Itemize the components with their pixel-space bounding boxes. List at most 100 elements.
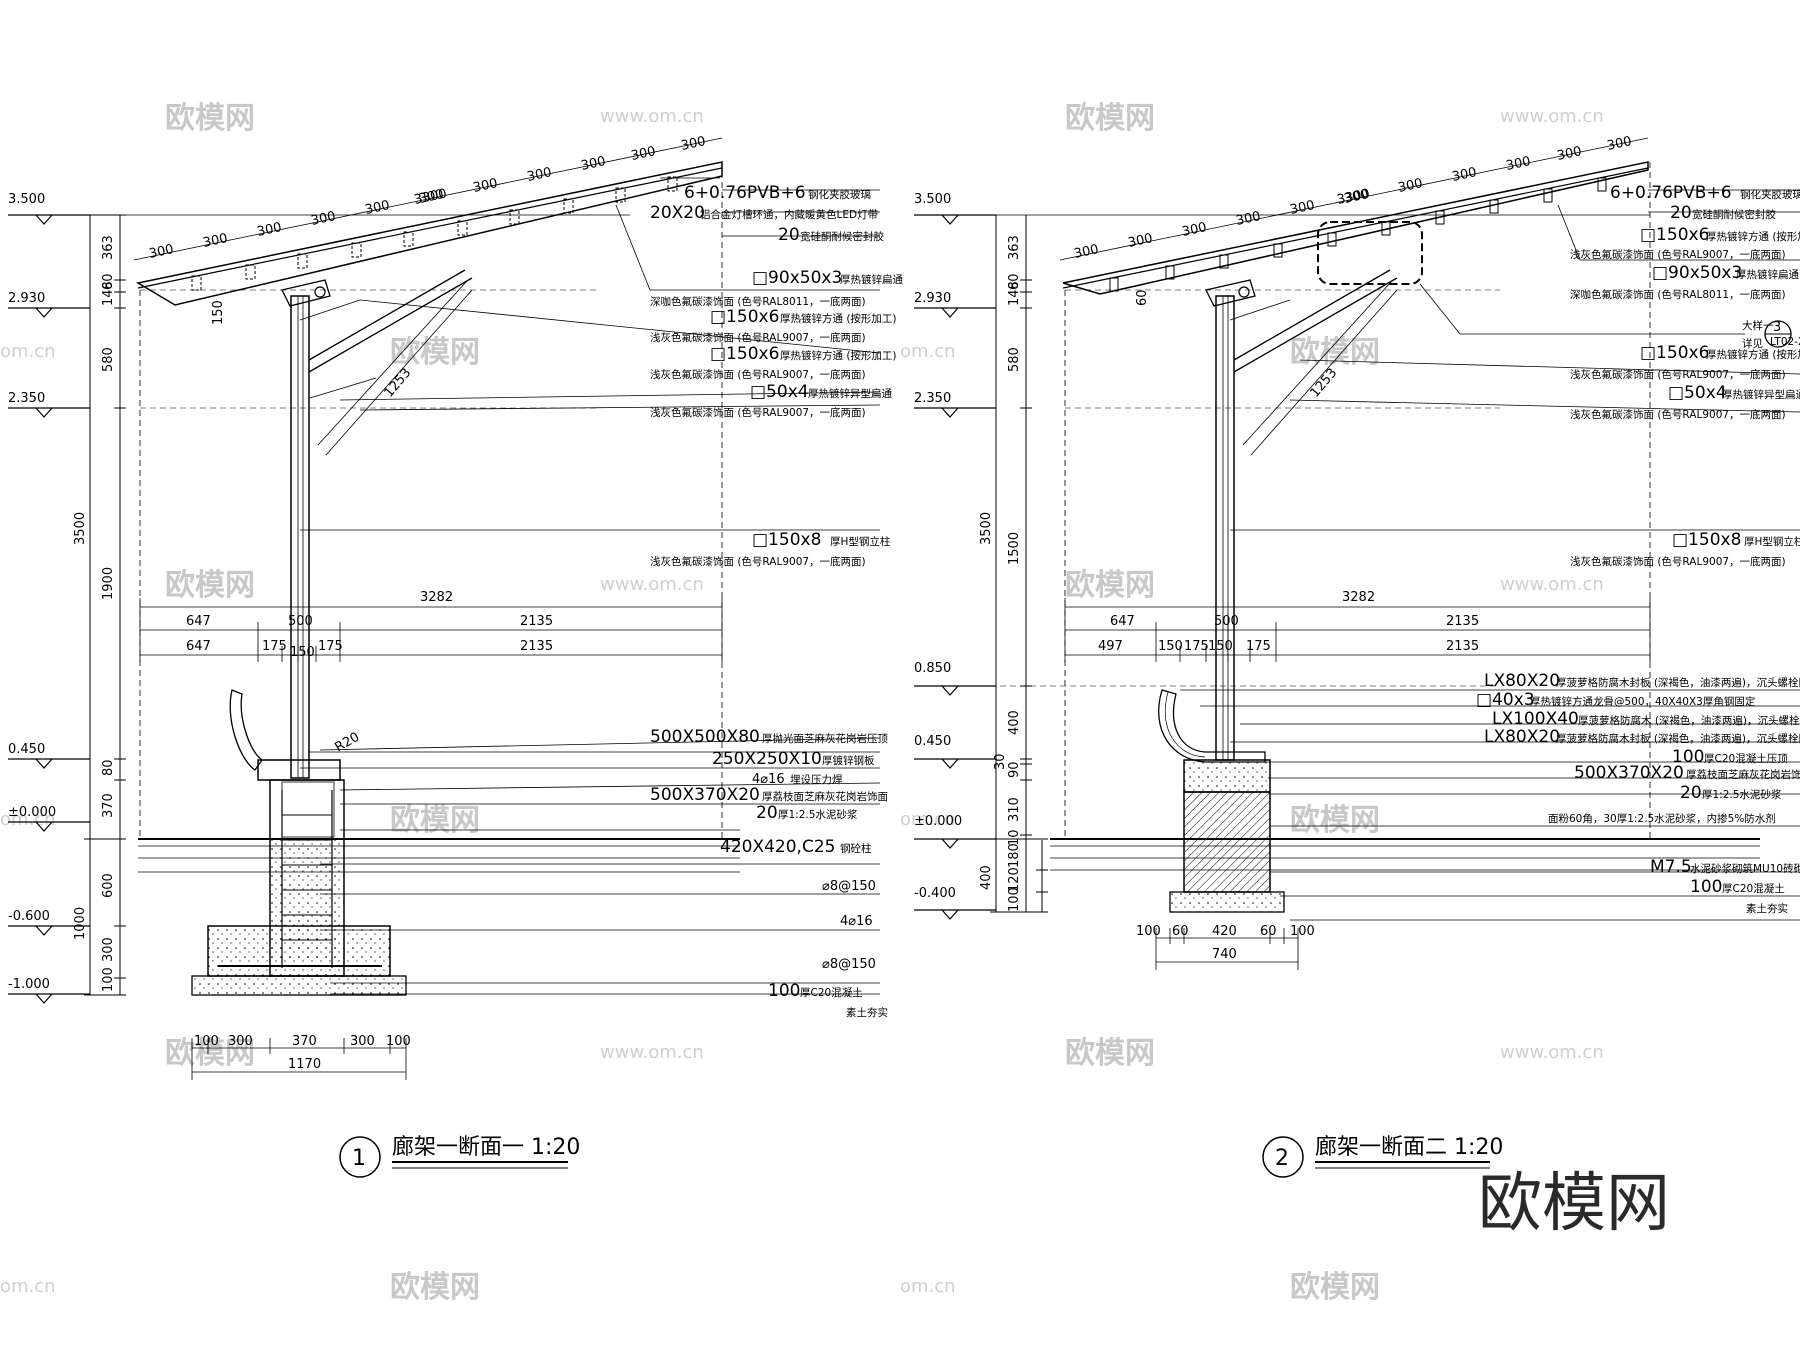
roof-dim: 300 [1181,220,1208,240]
dim-label: 647 [1110,614,1135,629]
section-title: 廊架一断面一 1:20 [392,1135,580,1160]
dim-label: 363 [1007,235,1022,260]
leader-lines [1180,189,1800,921]
inner-dim: 150 [211,300,226,325]
detail-callout-text: 大样一 [1742,319,1774,332]
detail-callout-num: 3 [1773,320,1781,335]
watermark-url: www.om.cn [600,1042,704,1063]
watermark-url: www.om.cn [1500,1042,1604,1063]
dim-label: 100 [386,1034,411,1049]
dim-label: 2135 [1446,639,1479,654]
inner-dim: 60 [1135,289,1150,306]
elevation-label: 3.500 [8,192,45,207]
label-main: □90x50x3 [1652,263,1742,283]
watermark-url: www.om.cn [1500,106,1604,127]
label-sub: 厚热镀锌异型扁通 [1722,388,1800,401]
label-sub: 浅灰色氟碳漆饰面 (色号RAL9007，一底两面) [1570,555,1786,568]
roof-dim: 300 [1451,165,1478,185]
roof-dim-total: 3300 [413,186,448,208]
label-sub: 厚C20混凝土压顶 [1704,752,1788,765]
watermark-logo: 欧模网 [165,568,255,603]
label-main: □40x3 [1476,690,1535,710]
elevation-label: ±0.000 [914,814,962,829]
dim-label: 500 [288,614,313,629]
dim-label: 647 [186,614,211,629]
dim-label: 310 [1007,797,1022,822]
label-main: 20X20 [650,203,705,223]
dim-label: 100 [1007,887,1022,912]
label-sub: 钢砼柱 [840,842,872,855]
label-main: 500X370X20 [650,785,760,805]
dim-label: 100 [1136,924,1161,939]
label-sub: 厚菠萝格防腐木 (深褐色，油漆两遍)，沉头螺栓固定 [1578,714,1800,727]
material-labels: 6+0.76PVB+6 钢化夹胶玻璃 20X20 铝合金灯槽环通，内藏暖黄色LE… [650,183,903,1019]
label-main: 100 [1672,747,1704,767]
dim-label: 600 [101,873,116,898]
label-sub: 宽硅酮耐候密封胶 [1692,208,1776,221]
label-sub: 铝合金灯槽环通，内藏暖黄色LED灯带 [700,208,878,221]
label-sub: 宽硅酮耐候密封胶 [800,230,884,243]
watermark-logo: 欧模网 [1065,568,1155,603]
label-main: 500X370X20 [1574,763,1684,783]
section-number: 2 [1275,1146,1289,1171]
label-sub: 厚热镀锌方通龙骨@500，40X40X3厚角钢固定 [1530,695,1756,708]
elevation-label: 2.930 [8,291,45,306]
label-main: LX100X40 [1492,709,1579,729]
elevation-label: -0.400 [914,886,956,901]
elevation-label: 0.450 [914,734,951,749]
elevation-label: -1.000 [8,977,50,992]
label-main: □150x6 [1640,343,1709,363]
roof-dim: 300 [1397,176,1424,196]
roof-dim: 300 [526,165,553,185]
elevation-label: 2.350 [914,391,951,406]
roof-purlins [191,176,678,291]
watermark-logo: 欧模网 [1290,803,1380,838]
watermark-url: www.om.cn [600,106,704,127]
watermark-logo: 欧模网 [390,335,480,370]
section-2-texts: 3.500 2.930 2.350 0.850 0.450 ±0.000 -0.… [914,134,1800,1171]
dim-label: 420 [1212,924,1237,939]
label-main: 20 [778,225,800,245]
roof-dim: 300 [472,176,499,196]
label-main: □150x6 [710,307,779,327]
dim-label: 370 [101,793,116,818]
dim-label: 175 [1184,639,1209,654]
dim-label: 148 [1007,281,1022,306]
label-sub: 厚C20混凝土 [1722,882,1785,895]
dim-label: 100 [1290,924,1315,939]
roof-dim: 300 [630,144,657,164]
watermark-logo: 欧模网 [390,803,480,838]
label-sub: 厚菠萝格防腐木封板 (深褐色，油漆两遍)，沉头螺栓固定 [1556,732,1800,745]
dim-label: 148 [101,281,116,306]
label-main: 250X250X10 [712,749,822,769]
roof-dim: 300 [1235,209,1262,229]
section-1-texts: 3.500 2.930 2.350 0.450 ±0.000 -0.600 -1… [8,134,903,1171]
inner-dim: R20 [333,730,363,756]
label-sub: 厚H型钢立柱 [1744,535,1800,548]
dim-label: 400 [979,865,994,890]
label-sub: 厚热镀锌方通 (按形加工) [1706,230,1800,243]
section-number: 1 [352,1146,366,1171]
dim-label: 1900 [101,567,116,600]
dim-label: 175 [262,639,287,654]
label-main: □150x8 [1672,530,1741,550]
dim-label: 2135 [1446,614,1479,629]
inner-dim: 1253 [382,366,415,401]
watermark-logo: 欧模网 [1065,1036,1155,1071]
roof-dim: 300 [1127,231,1154,251]
roof-dim: 300 [364,198,391,218]
watermark-url: om.cn [0,809,56,830]
label-sub: 厚1:2.5水泥砂浆 [1702,788,1782,801]
dim-label: 60 [1007,273,1022,290]
label-sub: 厚荔枝面芝麻灰花岗岩饰面 [762,790,888,803]
dim-label: 3500 [73,512,88,545]
dim-label: 60 [101,273,116,290]
elevation-label: -0.600 [8,909,50,924]
dim-label: 300 [101,937,116,962]
label-sub: 深咖色氟碳漆饰面 (色号RAL8011，一底两面) [650,295,866,308]
watermark-url: om.cn [0,341,56,362]
detail-callout-ref: LT02-2 [1770,336,1800,348]
dim-label: 363 [101,235,116,260]
horizontal-dims [139,598,723,1080]
